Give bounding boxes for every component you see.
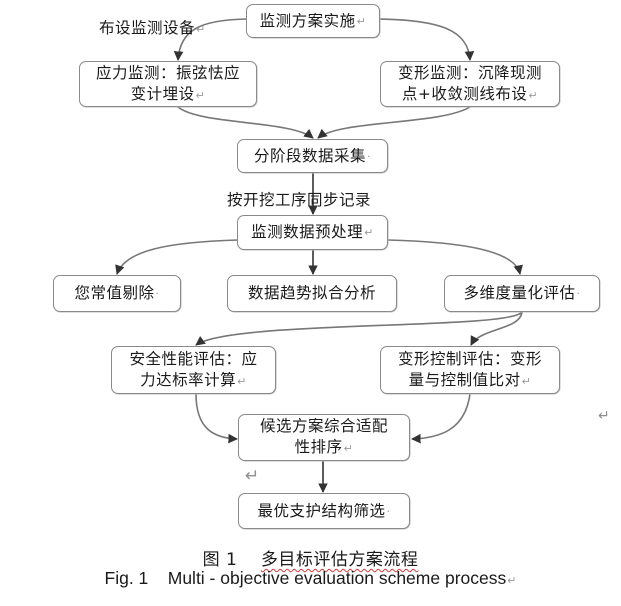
node-preprocess-text: 监测数据预处理 (251, 223, 364, 241)
node-safety-line1: 安全性能评估：应 (129, 349, 258, 368)
node-deform-line2: 点+收敛测线布设 (401, 84, 528, 103)
return-mark-icon: · (386, 504, 391, 518)
node-rank-line1: 候选方案综合适配 (259, 417, 388, 435)
edge-deform-collect (317, 106, 471, 139)
figure-number-cn: 图 1 (202, 550, 238, 570)
node-trend: 数据趋势拟合分析 (227, 275, 397, 312)
return-mark-icon: ↵ (521, 374, 532, 388)
return-mark-icon: ↵ (528, 88, 539, 102)
edge-label-deploy: 布设监测设备↵ (99, 16, 206, 38)
edge-label-deploy-text: 布设监测设备 (99, 19, 196, 37)
edge-preprocess-multi (387, 239, 523, 275)
node-preprocess: 监测数据预处理↵ (237, 215, 388, 250)
node-start-text: 监测方案实施 (259, 11, 356, 30)
edge-control-rank (411, 393, 471, 444)
edge-multi-control (470, 311, 523, 346)
node-optimal: 最优支护结构筛选· (238, 493, 410, 529)
return-mark-icon: ↵ (343, 442, 354, 455)
return-mark-icon: ↵ (507, 575, 517, 587)
node-safety: 安全性能评估：应 力达标率计算↵ (111, 346, 276, 394)
node-rank-line2: 性排序 (294, 438, 343, 456)
node-stress: 应力监测：振弦怯应 变计埋设↵ (79, 61, 257, 107)
return-mark-icon: ↵ (598, 408, 610, 424)
node-stress-line2: 变计埋设 (130, 84, 195, 103)
return-mark-icon: ↵ (195, 88, 206, 102)
node-deform-line1: 变形监测：沉降现测 (397, 63, 542, 82)
node-safety-line2: 力达标率计算 (140, 370, 237, 389)
edge-preprocess-outlier (115, 239, 239, 275)
edge-label-sync: 按开挖工序同步记录 (227, 188, 371, 210)
return-mark-icon: ↵ (356, 14, 367, 28)
node-collect-text: 分阶段数据采集 (253, 146, 366, 165)
node-outlier: 您常值剔除· (53, 275, 181, 312)
node-control: 变形控制评估：变形 量与控制值比对↵ (380, 346, 560, 394)
node-start: 监测方案实施↵ (246, 4, 380, 38)
edge-multi-safety (195, 311, 523, 346)
figure-caption-en: Fig. 1 Multi - objective evaluation sche… (0, 568, 621, 589)
edge-start-stress (173, 18, 247, 61)
figure-title-cn: 多目标评估方案流程 (260, 550, 419, 570)
node-rank: 候选方案综合适配 性排序↵ (238, 414, 410, 461)
return-mark-icon: ↵ (237, 374, 247, 388)
node-outlier-text: 您常值剔除 (74, 284, 155, 302)
node-control-line1: 变形控制评估：变形 (397, 349, 542, 368)
edge-safety-rank (195, 393, 238, 444)
edge-label-sync-text: 按开挖工序同步记录 (227, 191, 372, 209)
edge-start-deform (379, 18, 475, 61)
return-mark-icon: ↵ (364, 226, 374, 239)
figure-title-en: Multi - objective evaluation scheme proc… (167, 568, 507, 588)
node-multi: 多维度量化评估· (444, 275, 600, 312)
node-collect: 分阶段数据采集· (237, 139, 388, 173)
return-mark-icon: ↵ (196, 23, 206, 36)
figure-number-en: Fig. 1 (104, 568, 149, 588)
return-mark-icon: · (367, 149, 371, 163)
edge-stress-collect (177, 106, 314, 139)
figure-caption-cn: 图 1 多目标评估方案流程 (0, 545, 621, 570)
node-multi-text: 多维度量化评估 (463, 284, 576, 302)
node-control-line2: 量与控制值比对 (408, 370, 521, 389)
node-deform: 变形监测：沉降现测 点+收敛测线布设↵ (380, 61, 560, 107)
node-optimal-text: 最优支护结构筛选 (257, 501, 386, 520)
return-mark-icon: · (155, 287, 160, 300)
node-stress-line1: 应力监测：振弦怯应 (95, 63, 240, 82)
node-trend-text: 数据趋势拟合分析 (247, 284, 376, 302)
return-mark-icon: · (576, 287, 581, 300)
return-mark-icon: ↵ (245, 466, 260, 486)
